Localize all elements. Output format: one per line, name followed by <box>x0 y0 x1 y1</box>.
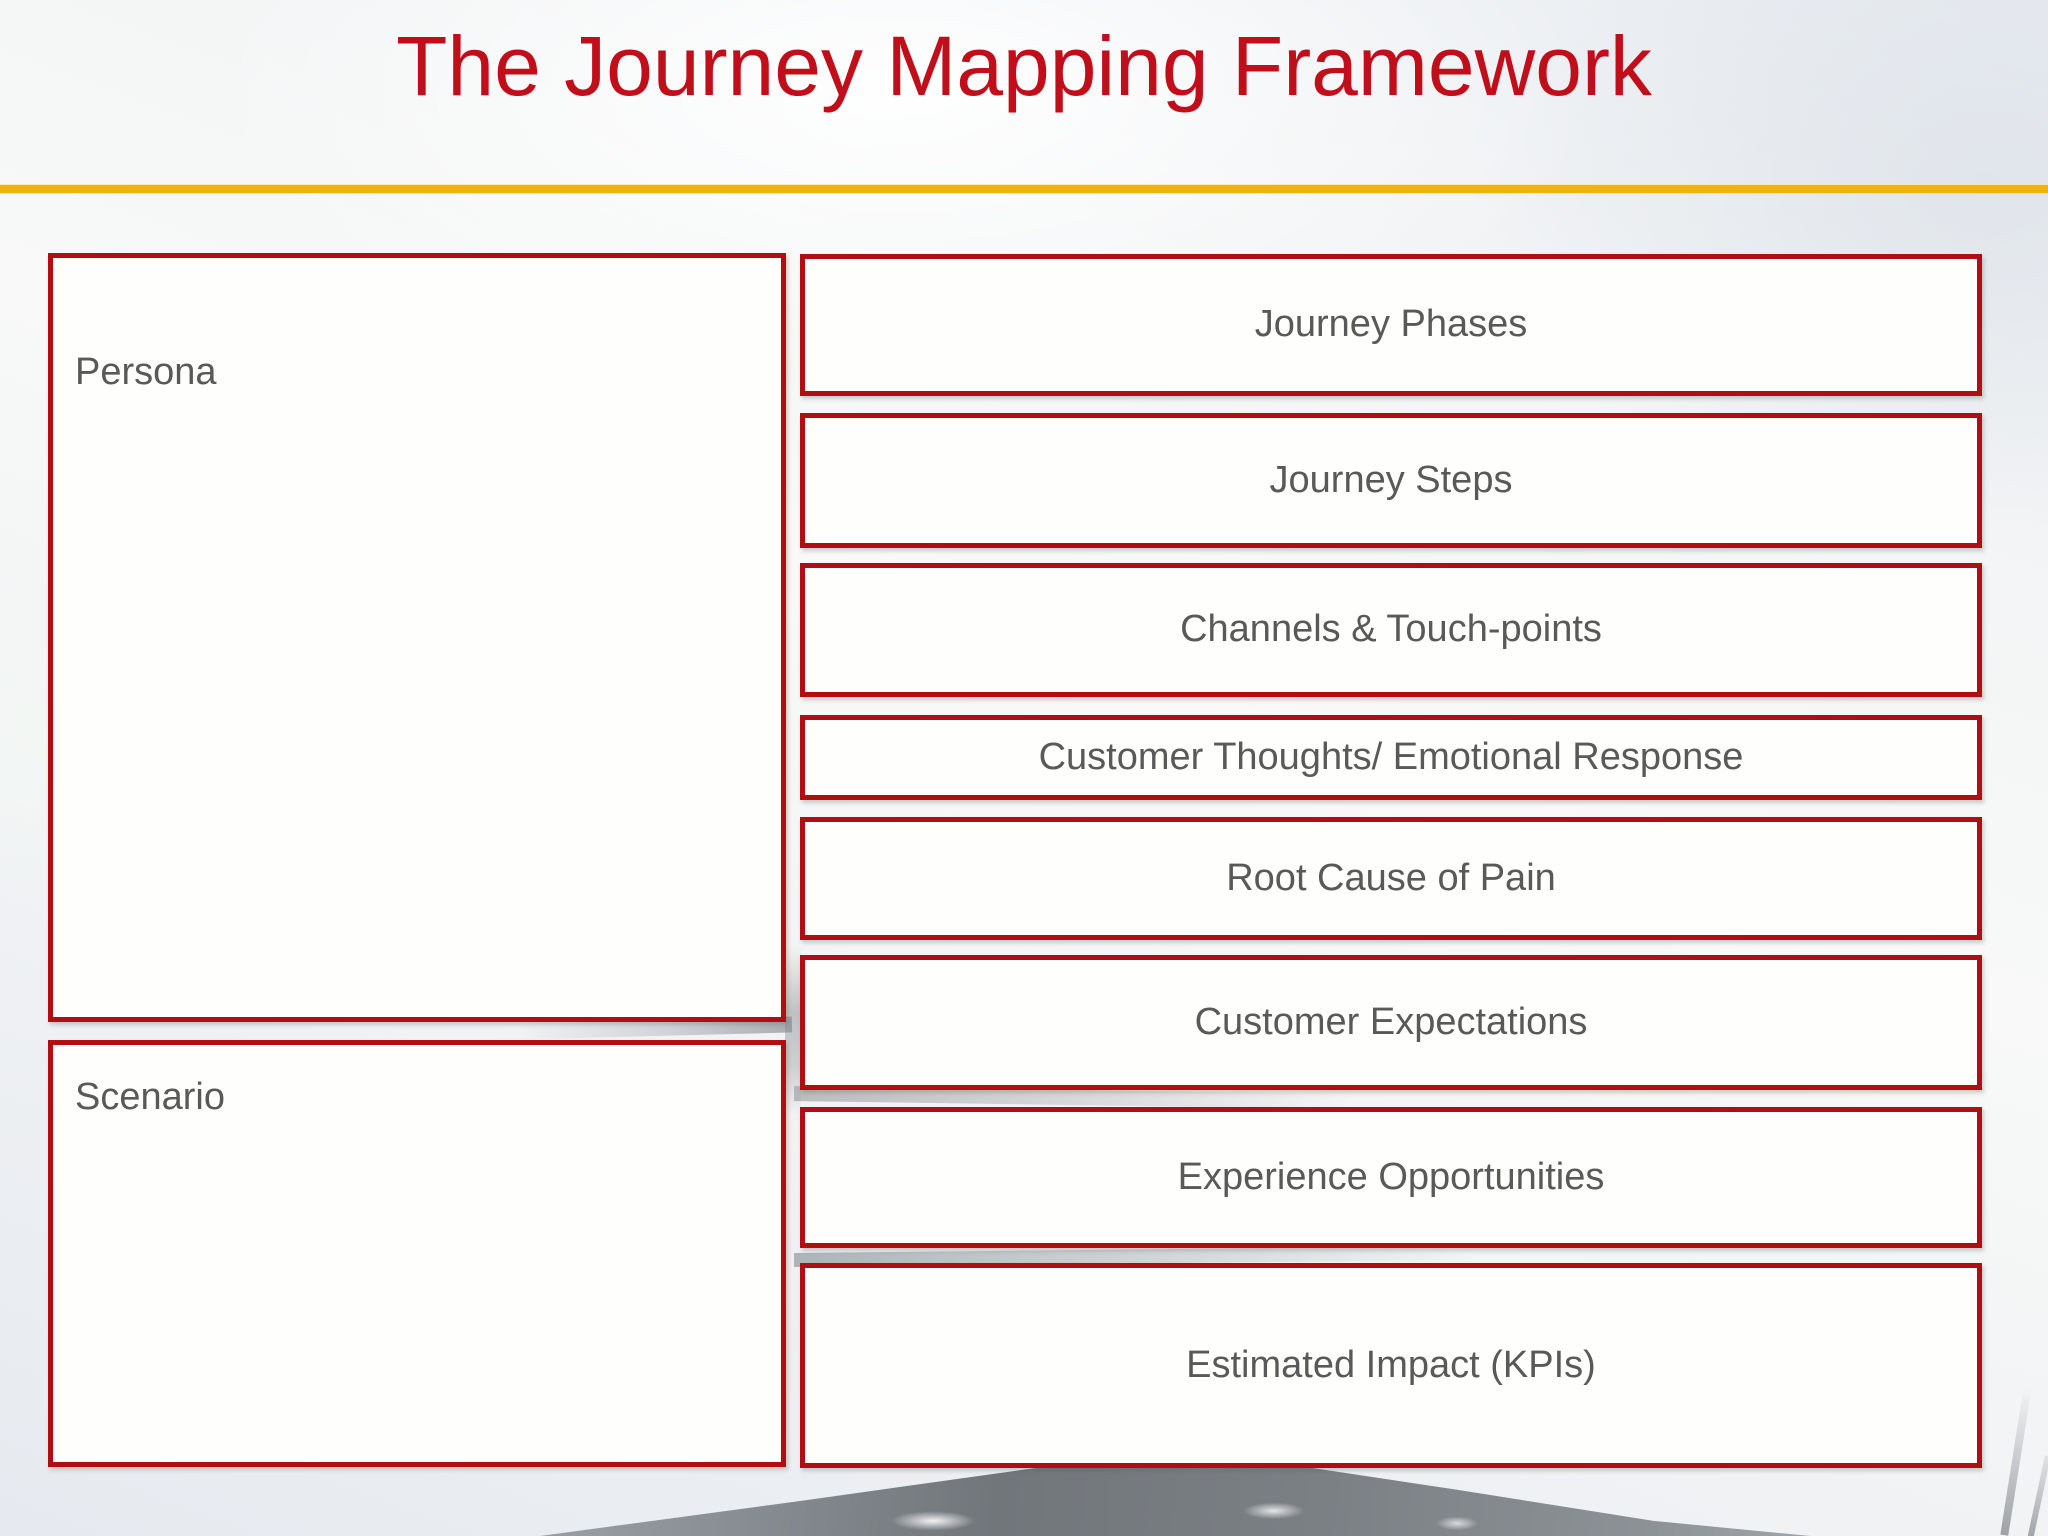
row-customer-thoughts-label: Customer Thoughts/ Emotional Response <box>1038 735 1744 778</box>
row-estimated-impact-kpis: Estimated Impact (KPIs) <box>800 1263 1982 1468</box>
row-root-cause-of-pain-label: Root Cause of Pain <box>1226 856 1556 899</box>
background-pole-streak <box>2027 1455 2048 1536</box>
row-customer-expectations-label: Customer Expectations <box>1194 1000 1588 1043</box>
row-channels-touchpoints-label: Channels & Touch-points <box>1180 608 1602 651</box>
background-pole-streak <box>2000 1386 2032 1536</box>
row-channels-touchpoints: Channels & Touch-points <box>800 563 1982 697</box>
row-customer-expectations: Customer Expectations <box>800 955 1982 1090</box>
row-journey-phases-label: Journey Phases <box>1254 303 1528 346</box>
row-root-cause-of-pain: Root Cause of Pain <box>800 817 1982 940</box>
row-journey-steps: Journey Steps <box>800 413 1982 548</box>
row-customer-thoughts: Customer Thoughts/ Emotional Response <box>800 715 1982 800</box>
background-ridge-seam <box>785 945 801 1115</box>
row-estimated-impact-kpis-label: Estimated Impact (KPIs) <box>1186 1343 1596 1386</box>
persona-panel: Persona <box>48 253 786 1022</box>
row-experience-opportunities: Experience Opportunities <box>800 1107 1982 1248</box>
row-journey-steps-label: Journey Steps <box>1269 458 1513 501</box>
slide-title: The Journey Mapping Framework <box>396 19 1652 113</box>
gold-divider-line <box>0 185 2048 193</box>
row-journey-phases: Journey Phases <box>800 254 1982 396</box>
row-experience-opportunities-label: Experience Opportunities <box>1177 1155 1605 1198</box>
persona-label: Persona <box>75 351 217 393</box>
scenario-label: Scenario <box>75 1076 225 1118</box>
scenario-panel: Scenario <box>48 1040 786 1467</box>
